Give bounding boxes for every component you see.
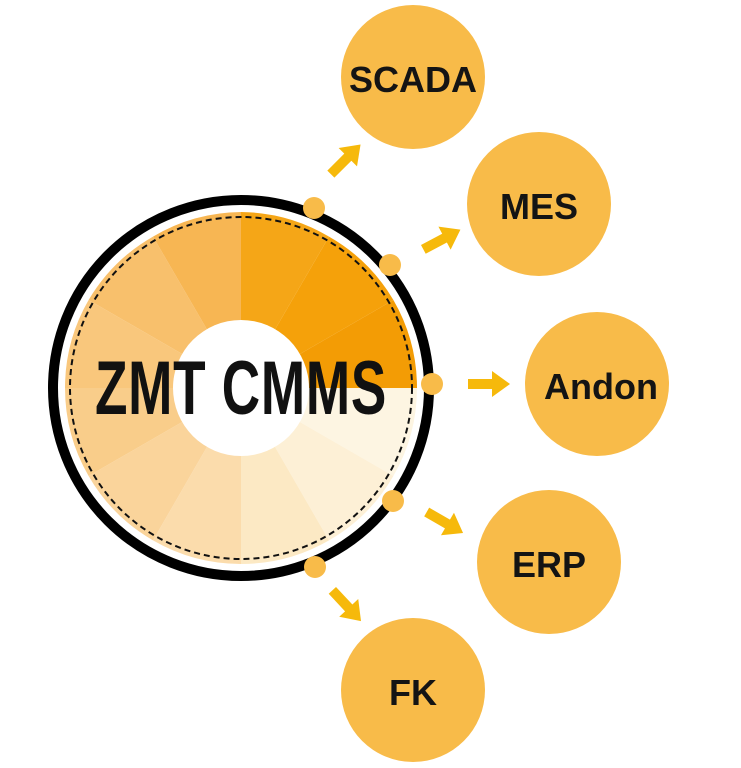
connector-dots <box>303 197 443 578</box>
node-andon: Andon <box>525 312 669 456</box>
node-andon-circle <box>525 312 669 456</box>
connector-dot <box>303 197 325 219</box>
node-fk: FK <box>341 618 485 762</box>
connector-dot <box>421 373 443 395</box>
cmms-wheel: ZMT CMMS <box>48 195 434 581</box>
node-andon-label: Andon <box>544 366 658 407</box>
node-scada-label: SCADA <box>349 59 477 100</box>
node-scada-circle <box>341 5 485 149</box>
node-mes-label: MES <box>500 186 578 227</box>
node-fk-label: FK <box>389 672 437 713</box>
arrows <box>327 144 510 622</box>
node-erp: ERP <box>477 490 621 634</box>
connector-dot <box>379 254 401 276</box>
arrow-to-scada <box>327 144 361 178</box>
node-mes: MES <box>467 132 611 276</box>
node-erp-label: ERP <box>512 544 586 585</box>
node-erp-circle <box>477 490 621 634</box>
node-fk-circle <box>341 618 485 762</box>
node-scada: SCADA <box>341 5 485 149</box>
center-title: ZMT CMMS <box>95 346 387 431</box>
arrow-to-andon <box>468 371 510 397</box>
node-mes-circle <box>467 132 611 276</box>
connector-dot <box>304 556 326 578</box>
wheel-hub <box>173 320 309 456</box>
connector-dot <box>382 490 404 512</box>
arrow-to-mes <box>420 226 461 254</box>
wheel-dashed-ring <box>69 216 413 560</box>
arrow-to-fk <box>328 586 362 622</box>
arrow-to-erp <box>424 507 464 536</box>
